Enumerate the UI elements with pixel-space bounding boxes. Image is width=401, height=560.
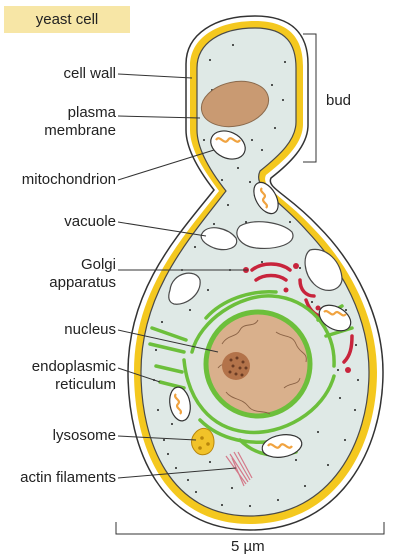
label-er-line1: endoplasmic	[32, 358, 116, 376]
label-golgi-line1: Golgi	[81, 256, 116, 274]
nucleolus	[222, 352, 250, 380]
label-er-line2: reticulum	[55, 376, 116, 394]
nucleus	[206, 312, 310, 416]
label-golgi-line2: apparatus	[49, 274, 116, 292]
label-bud: bud	[326, 92, 351, 110]
label-plasma-membrane-line2: membrane	[44, 122, 116, 140]
label-mitochondrion: mitochondrion	[22, 171, 116, 189]
label-cell-wall: cell wall	[63, 65, 116, 83]
label-lysosome: lysosome	[53, 427, 116, 445]
label-plasma-membrane-line1: plasma	[68, 104, 116, 122]
label-vacuole: vacuole	[64, 213, 116, 231]
label-actin-filaments: actin filaments	[20, 469, 116, 487]
label-nucleus: nucleus	[64, 321, 116, 339]
scale-bar-label: 5 µm	[231, 538, 265, 556]
